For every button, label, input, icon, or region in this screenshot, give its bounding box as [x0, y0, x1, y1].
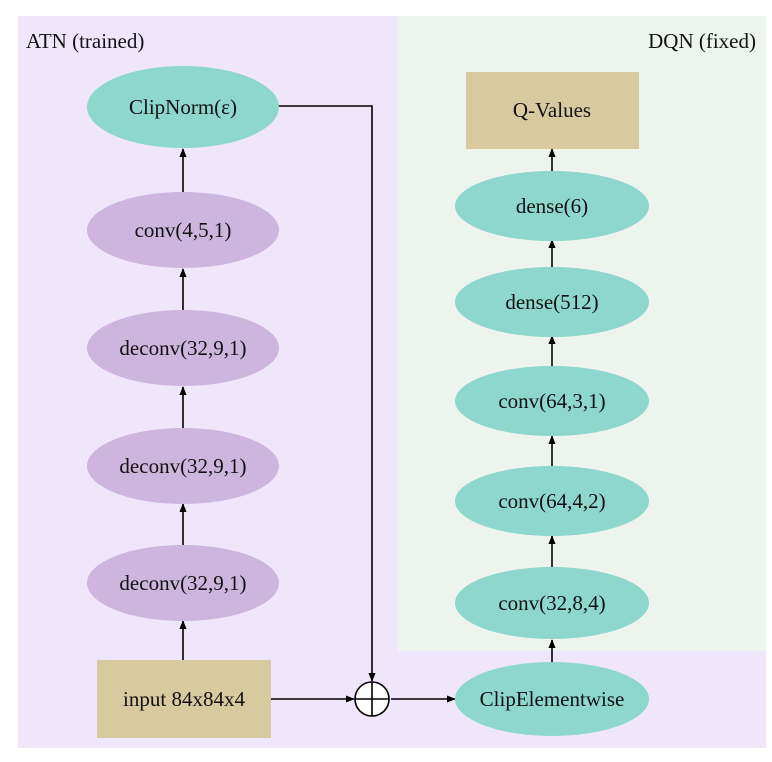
node-input-label: input 84x84x4 [123, 687, 245, 711]
node-clipelementwise-label: ClipElementwise [480, 687, 625, 711]
node-atn-deconv-3-label: deconv(32,9,1) [119, 336, 246, 360]
node-dqn-conv-1: conv(32,8,4) [455, 567, 649, 639]
edge-clipnorm-to-sum [278, 105, 376, 682]
node-atn-deconv-1-label: deconv(32,9,1) [119, 571, 246, 595]
node-sum [354, 681, 390, 717]
dqn-region-label: DQN (fixed) [648, 29, 756, 53]
node-qvalues: Q-Values [466, 72, 639, 149]
node-dense-2-label: dense(6) [516, 194, 588, 218]
node-dqn-conv-1-label: conv(32,8,4) [498, 591, 605, 615]
node-atn-deconv-1: deconv(32,9,1) [87, 545, 279, 621]
edges [179, 105, 556, 703]
node-dqn-conv-2-label: conv(64,4,2) [498, 489, 605, 513]
node-atn-deconv-3: deconv(32,9,1) [87, 310, 279, 386]
node-qvalues-label: Q-Values [513, 98, 591, 122]
node-atn-deconv-2-label: deconv(32,9,1) [119, 454, 246, 478]
atn-region-label: ATN (trained) [26, 29, 144, 53]
node-input: input 84x84x4 [97, 660, 271, 738]
node-dense-1: dense(512) [455, 267, 649, 337]
node-atn-conv: conv(4,5,1) [87, 192, 279, 268]
node-dense-2: dense(6) [455, 171, 649, 241]
node-clipnorm: ClipNorm(ε) [87, 66, 279, 148]
node-clipelementwise: ClipElementwise [455, 662, 649, 736]
node-atn-conv-label: conv(4,5,1) [135, 218, 232, 242]
node-dense-1-label: dense(512) [505, 290, 598, 314]
node-atn-deconv-2: deconv(32,9,1) [87, 428, 279, 504]
node-dqn-conv-3: conv(64,3,1) [455, 366, 649, 436]
node-dqn-conv-2: conv(64,4,2) [455, 466, 649, 536]
node-dqn-conv-3-label: conv(64,3,1) [498, 389, 605, 413]
node-clipnorm-label: ClipNorm(ε) [129, 95, 237, 119]
